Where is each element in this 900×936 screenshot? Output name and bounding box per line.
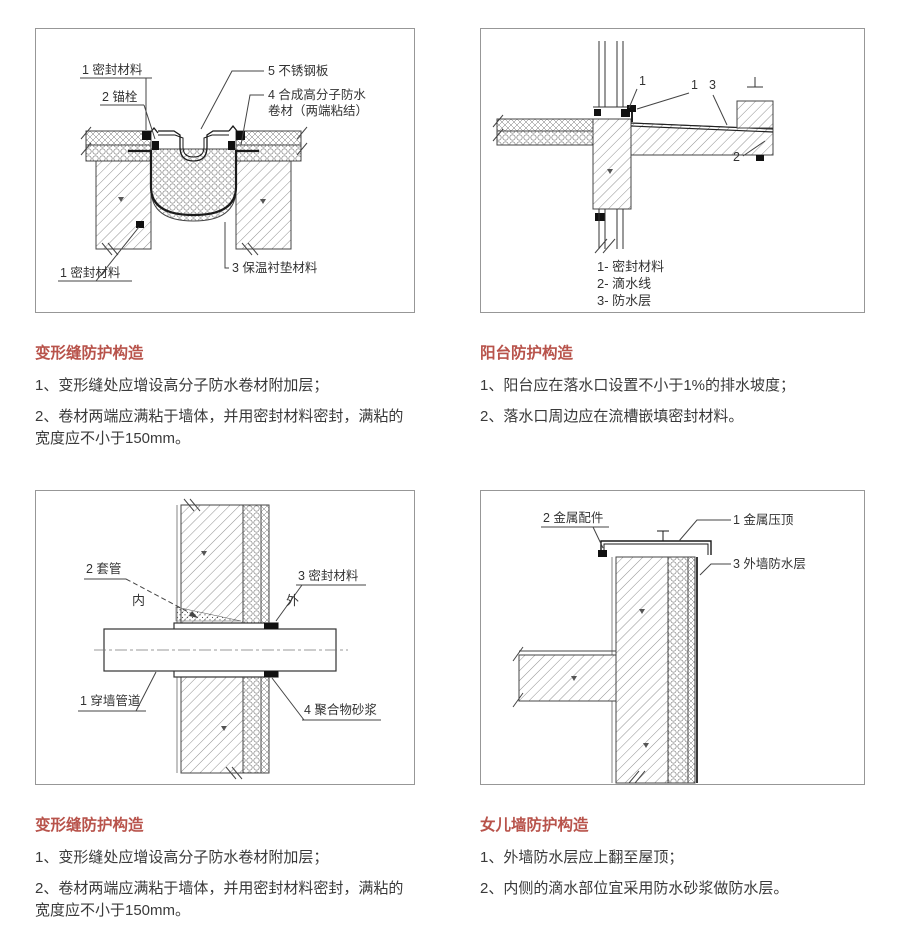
outside-label: 外 (286, 593, 299, 608)
seal-bottom-label: 1 密封材料 (60, 265, 121, 280)
roof-layers-left (85, 130, 152, 162)
wall-left (95, 160, 152, 250)
figure-title: 阳台防护构造 (480, 345, 574, 362)
break-marks (492, 114, 616, 254)
legend-item-2: 2- 滴水线 (597, 276, 651, 291)
sealant-blocks (594, 105, 764, 221)
figure-balcony: 1 1 3 2 1- 密封材料 2- 滴水线 3- 防水层 (480, 28, 865, 313)
insulation-layer (667, 556, 689, 784)
figure-title: 女儿墙防护构造 (480, 817, 589, 834)
coping-label: 1 金属压顶 (733, 512, 794, 527)
callout-1a: 1 (639, 74, 646, 88)
waterproof-membrane (128, 149, 259, 217)
drip-line (756, 155, 764, 161)
legend-item-3: 3- 防水层 (597, 293, 651, 308)
roof-slab (518, 650, 617, 702)
section-deformation-joint-top: 1 密封材料 2 锚栓 5 不锈钢板 4 合成高分子防水 卷材（两端粘结） 1 … (35, 28, 415, 490)
concrete-symbols (118, 197, 266, 204)
anchor-label: 2 锚栓 (102, 89, 138, 104)
note-2: 2、卷材两端应满粘于墙体，并用密封材料密封，满粘的宽度应不小于150mm。 (35, 407, 404, 448)
waterproof-label: 3 外墙防水层 (733, 556, 806, 571)
section-deformation-joint-bottom: 2 套管 3 密封材料 内 外 1 穿墙管道 4 聚合物砂浆 变形缝防护构造 1… (35, 490, 415, 931)
concrete-symbols (201, 551, 227, 731)
figure-parapet: 2 金属配件 1 金属压顶 3 外墙防水层 (480, 490, 865, 785)
break-marks (183, 498, 243, 780)
note-2: 2、内侧的滴水部位宜采用防水砂浆做防水层。 (480, 879, 789, 897)
door-frame (593, 41, 631, 108)
membrane-label-line2: 卷材（两端粘结） (268, 103, 368, 118)
sealant-blocks (264, 623, 278, 677)
section-mark (747, 77, 763, 88)
mortar-label: 4 聚合物砂浆 (304, 702, 377, 717)
leader-lines (58, 70, 264, 282)
mortar-wedge (175, 606, 242, 622)
cushion-label: 3 保温衬垫材料 (232, 260, 318, 275)
finish-layer (687, 556, 696, 784)
note-1: 1、外墙防水层应上翻至屋顶； (480, 849, 684, 866)
seal-label: 3 密封材料 (298, 568, 359, 583)
break-marks (80, 126, 308, 256)
stainless-steel-plate (149, 124, 238, 162)
concrete-symbols (571, 609, 649, 748)
leader-lines (628, 88, 766, 157)
leader-arrow (189, 611, 198, 618)
note-1: 1、阳台应在落水口设置不小于1%的排水坡度； (480, 377, 796, 394)
leader-lines (541, 519, 731, 576)
fitting-label: 2 金属配件 (543, 510, 603, 525)
note-1: 1、变形缝处应增设高分子防水卷材附加层； (35, 377, 329, 394)
parapet-drawing: 2 金属配件 1 金属压顶 3 外墙防水层 (512, 510, 806, 784)
figure-deformation-joint: 1 密封材料 2 锚栓 5 不锈钢板 4 合成高分子防水 卷材（两端粘结） 1 … (35, 28, 415, 313)
legend-item-1: 1- 密封材料 (597, 259, 664, 274)
inside-label: 内 (132, 593, 145, 608)
membrane-label-line1: 4 合成高分子防水 (268, 87, 366, 102)
callout-2: 2 (733, 150, 740, 164)
floor-layers-left (496, 118, 594, 146)
figure-title: 变形缝防护构造 (35, 817, 144, 834)
end-block (736, 100, 774, 129)
pipe-label: 1 穿墙管道 (80, 693, 141, 708)
pipe-penetration-drawing: 2 套管 3 密封材料 内 外 1 穿墙管道 4 聚合物砂浆 (78, 498, 381, 780)
metal-coping (600, 530, 712, 557)
sleeve-label: 2 套管 (86, 561, 121, 576)
steel-plate-label: 5 不锈钢板 (268, 63, 329, 78)
leader-lines (78, 578, 381, 721)
deformation-joint-drawing: 1 密封材料 2 锚栓 5 不锈钢板 4 合成高分子防水 卷材（两端粘结） 1 … (58, 62, 368, 282)
note-1: 1、变形缝处应增设高分子防水卷材附加层； (35, 849, 329, 866)
note-2: 2、落水口周边应在流槽嵌填密封材料。 (480, 407, 744, 425)
parapet-wall (615, 556, 669, 784)
metal-fitting-clip (598, 550, 607, 557)
callout-1b: 1 (691, 78, 698, 92)
wall-below (598, 209, 624, 249)
figure-title: 变形缝防护构造 (35, 345, 144, 362)
section-balcony: 1 1 3 2 1- 密封材料 2- 滴水线 3- 防水层 阳台防护构造 1、阳… (480, 28, 865, 490)
concrete-symbol (607, 169, 613, 174)
note-2: 2、卷材两端应满粘于墙体，并用密封材料密封，满粘的宽度应不小于150mm。 (35, 879, 404, 920)
break-marks (512, 646, 646, 784)
wall-right (235, 160, 292, 250)
sealant-and-anchors (136, 131, 245, 228)
balcony-drawing: 1 1 3 2 1- 密封材料 2- 滴水线 3- 防水层 (492, 41, 774, 308)
figure-pipe-penetration: 2 套管 3 密封材料 内 外 1 穿墙管道 4 聚合物砂浆 (35, 490, 415, 785)
wall-body (592, 118, 632, 210)
callout-3: 3 (709, 78, 716, 92)
seal-top-label: 1 密封材料 (82, 62, 143, 77)
section-parapet: 2 金属配件 1 金属压顶 3 外墙防水层 女儿墙防护构造 1、外墙防水层应上翻… (480, 490, 865, 931)
roof-layers-right (235, 130, 302, 162)
